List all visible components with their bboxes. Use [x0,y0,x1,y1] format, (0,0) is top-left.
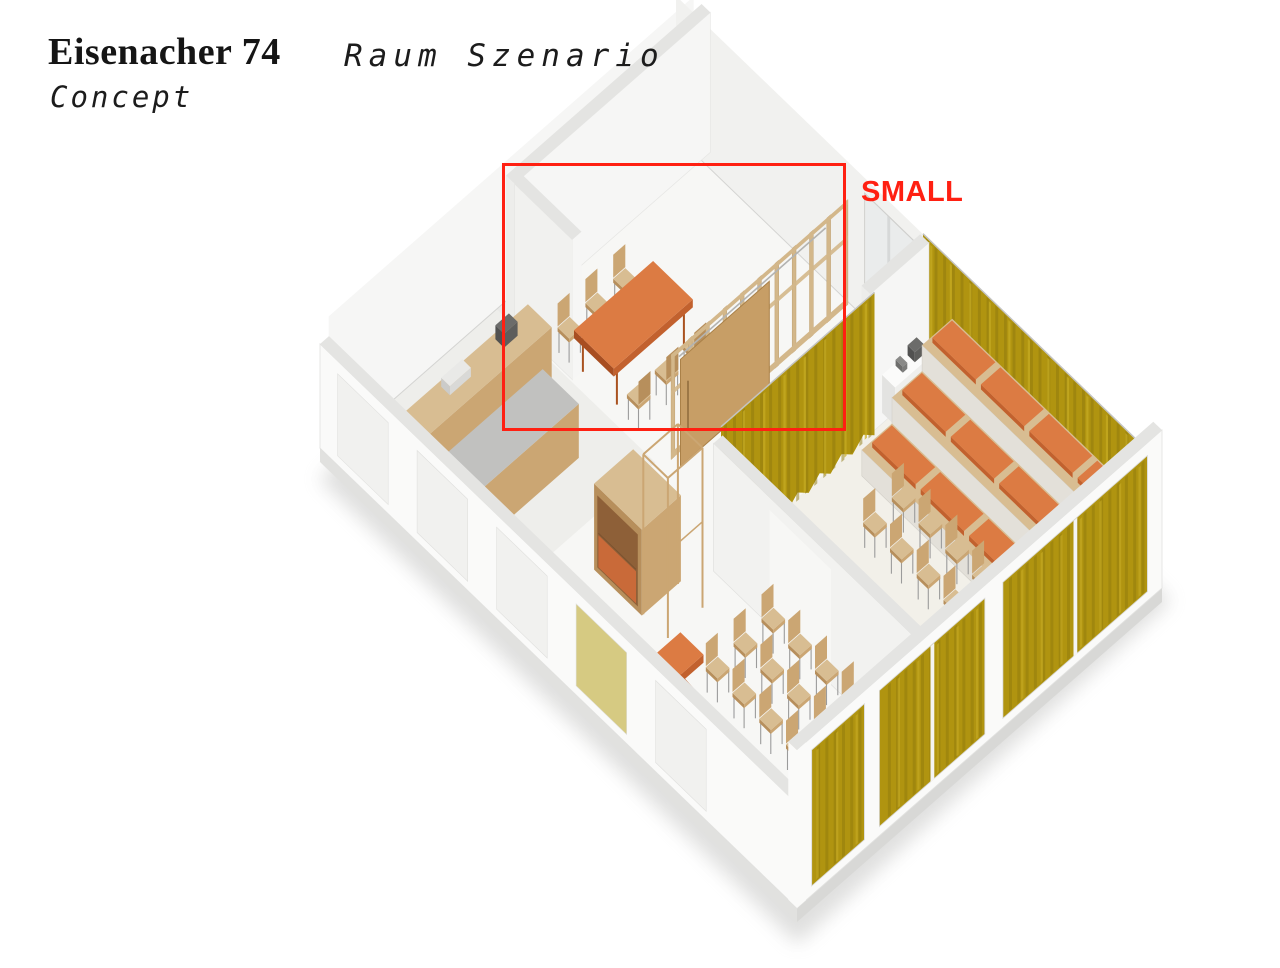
partition-wall [670,198,849,468]
project-title: Eisenacher 74 [48,31,281,73]
front-wall-windows [788,421,1163,909]
hall-chairs [705,583,866,780]
project-subtitle: Concept [50,80,194,114]
floor-slab [320,448,1162,922]
shelf-unit [594,423,704,638]
event-chairs [863,462,996,636]
front-wall-left [319,336,806,909]
slide-title: Raum Szenario [344,38,665,74]
meeting-table [574,261,693,405]
highlight-label: SMALL [861,176,964,208]
